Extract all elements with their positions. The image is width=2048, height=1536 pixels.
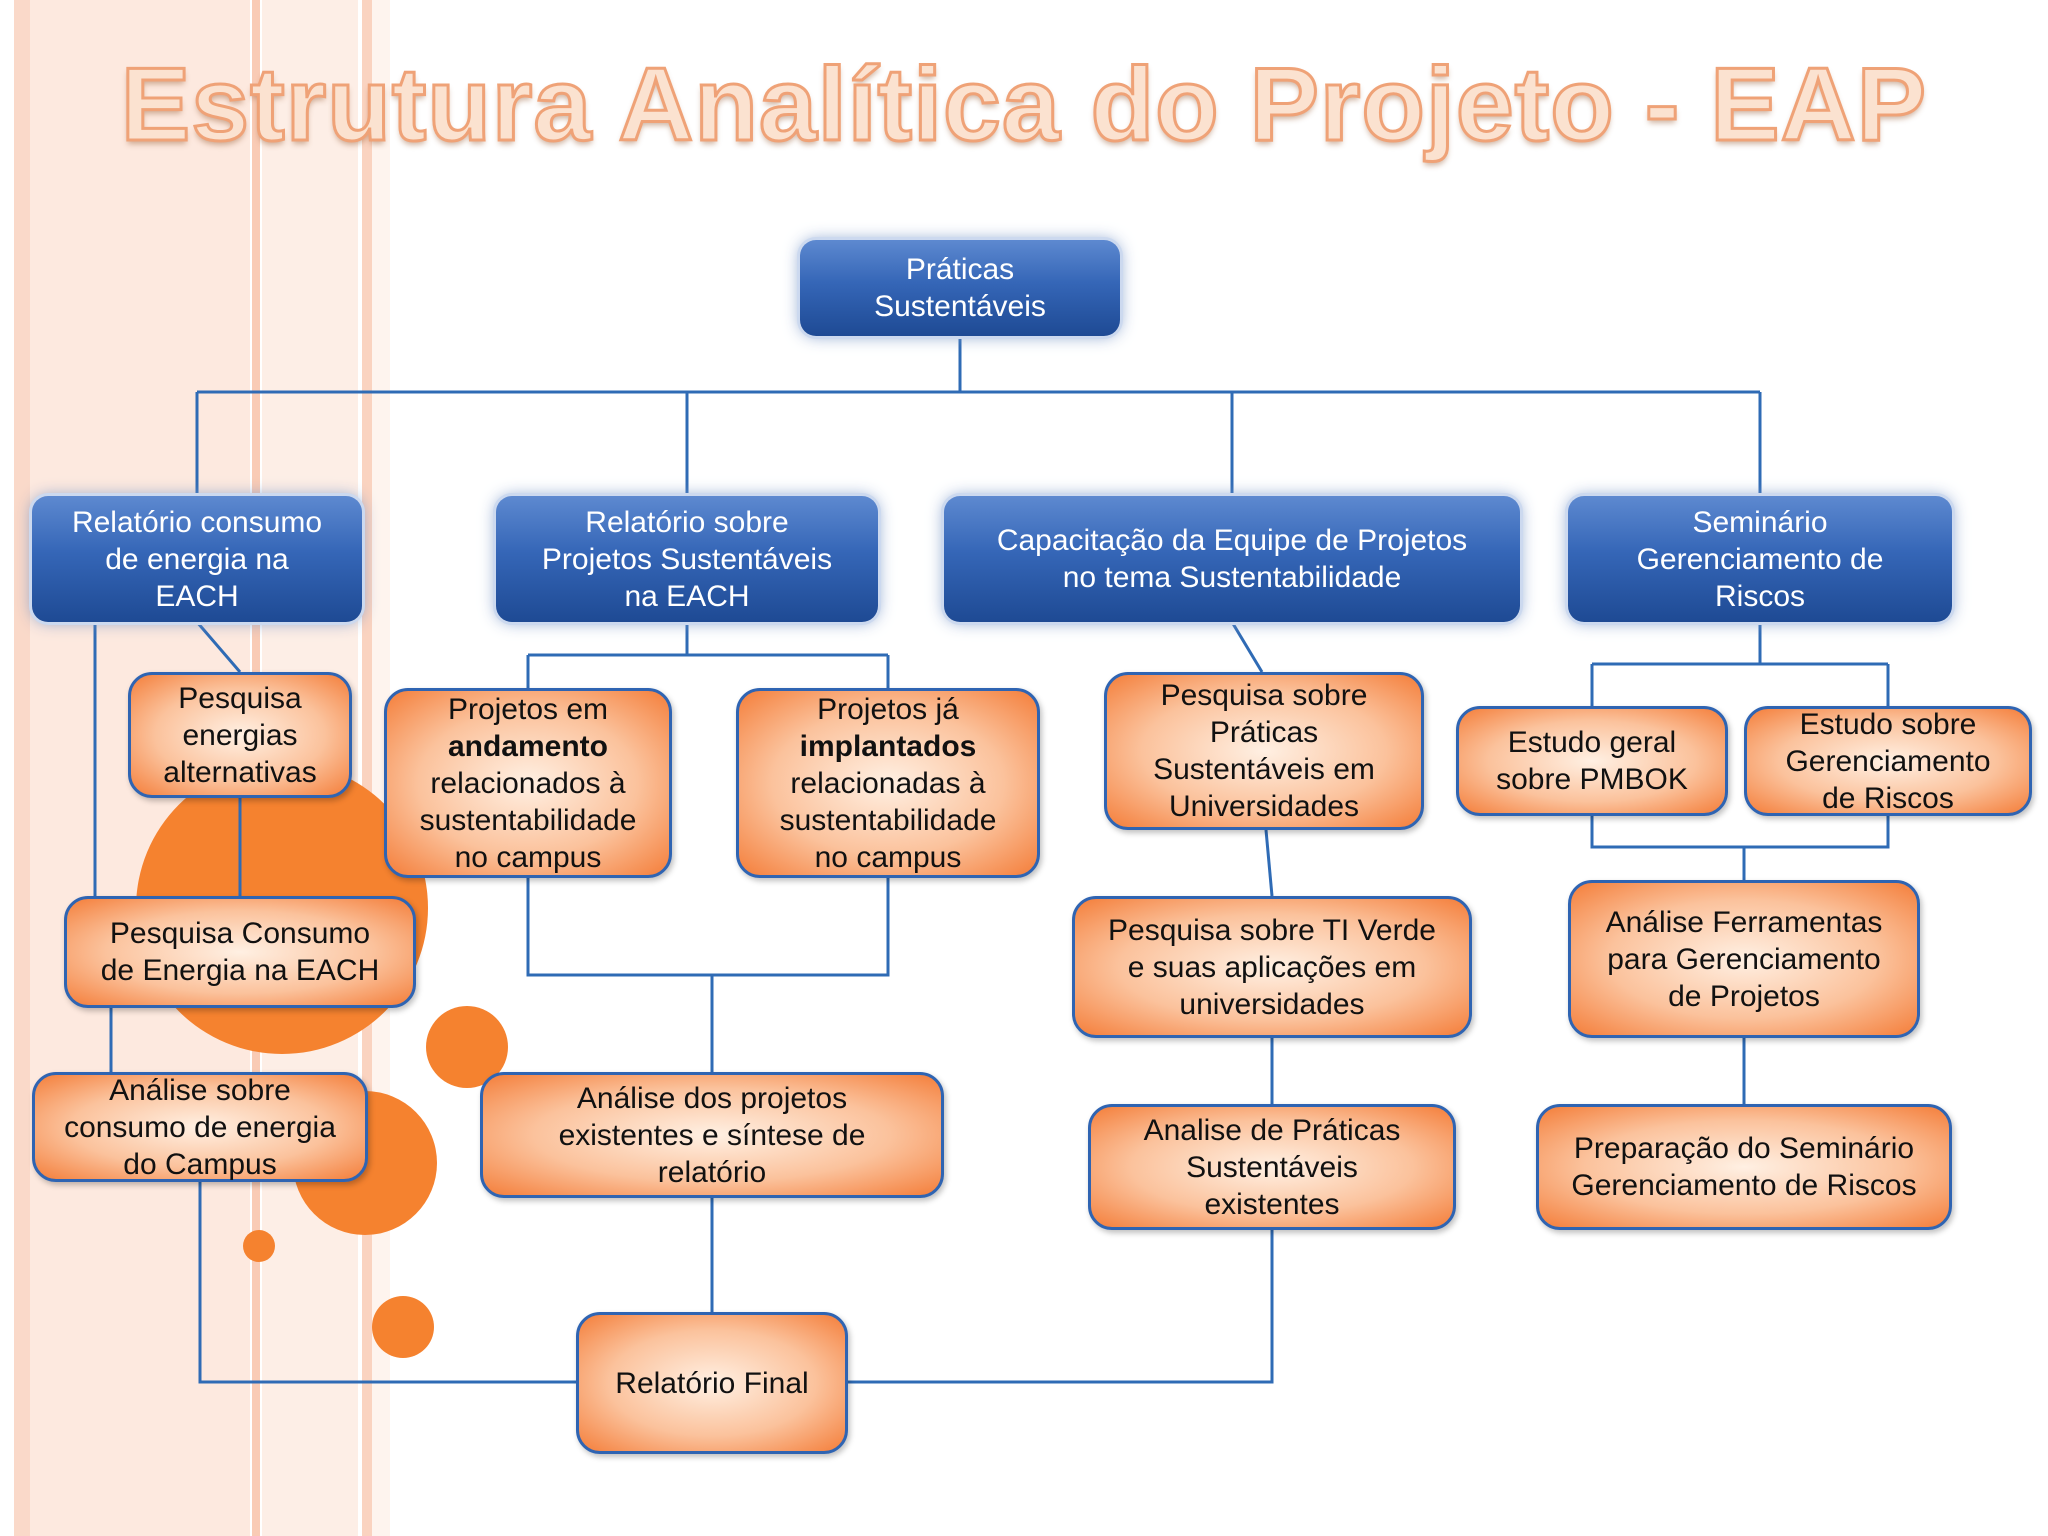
connector-line bbox=[526, 878, 890, 977]
connector-line bbox=[195, 621, 242, 673]
background-stripe bbox=[362, 0, 372, 1536]
connector-line bbox=[198, 1182, 577, 1384]
connector-line bbox=[1590, 814, 1890, 849]
decor-circle bbox=[243, 1230, 275, 1262]
task-relatorio-final: Relatório Final bbox=[576, 1312, 848, 1454]
connector-line bbox=[845, 1230, 1274, 1384]
connector-line bbox=[1230, 621, 1264, 673]
decor-circle bbox=[372, 1296, 434, 1358]
connector-line bbox=[1264, 829, 1274, 897]
slide-title: Estrutura Analítica do Projeto - EAP bbox=[119, 46, 1928, 165]
decor-circle bbox=[426, 1006, 508, 1088]
background-stripe bbox=[14, 0, 30, 1536]
